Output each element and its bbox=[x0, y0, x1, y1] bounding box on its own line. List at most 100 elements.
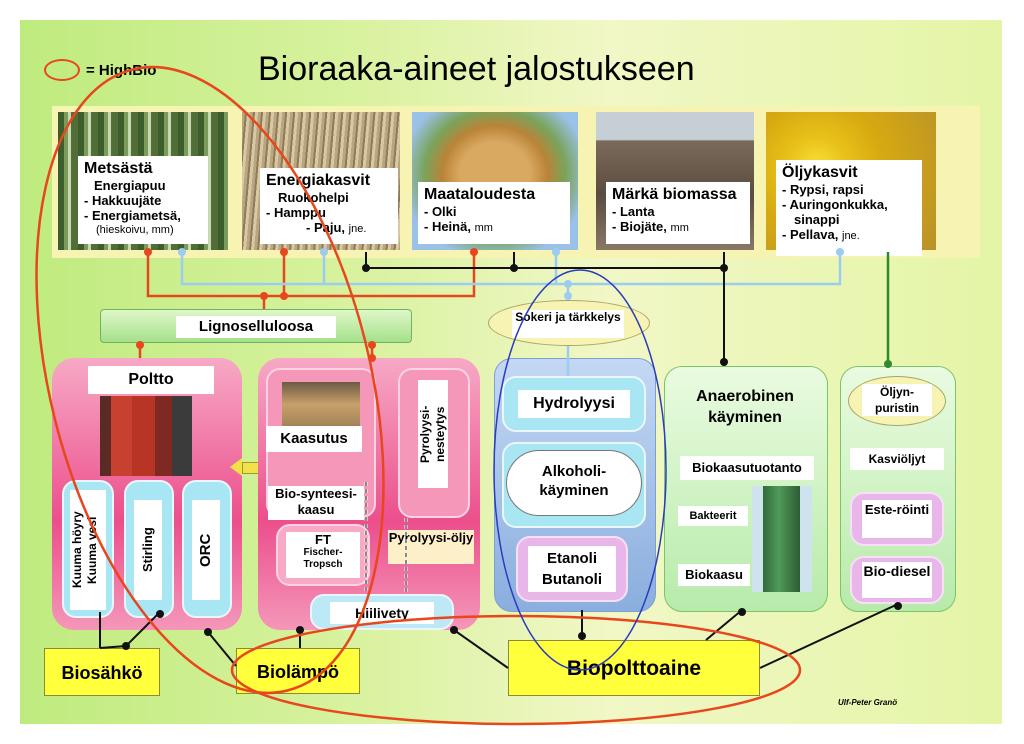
source-energy-crops-note: jne. bbox=[348, 223, 367, 235]
highbio-legend-oval-icon bbox=[44, 59, 80, 81]
ft-subtitle: Fischer-Tropsch bbox=[303, 547, 343, 570]
blue-connector-dot bbox=[552, 248, 560, 256]
black-connector-dot bbox=[362, 264, 370, 272]
kaasutus-label: Kaasutus bbox=[266, 426, 362, 452]
output-connector-dot bbox=[894, 602, 902, 610]
biopolttoaine-output: Biopolttoaine bbox=[508, 640, 760, 696]
source-agriculture-line: - Olki bbox=[424, 204, 457, 219]
output-connector-dot bbox=[122, 642, 130, 650]
source-forest-line: - Energiametsä, bbox=[84, 208, 181, 223]
red-connector-dot bbox=[368, 341, 376, 349]
kuuma-label-bg bbox=[70, 490, 106, 610]
source-wet-biomass: Märkä biomassa - Lanta - Biojäte, mm bbox=[606, 182, 750, 244]
blue-connector-dot bbox=[564, 280, 572, 288]
esterointi-label: Este-röinti bbox=[862, 500, 932, 538]
red-connector-dot bbox=[260, 292, 268, 300]
source-agriculture-heading: Maataloudesta bbox=[424, 186, 536, 203]
source-oil-crops-heading: Öljykasvit bbox=[782, 164, 858, 181]
output-connector-dot bbox=[578, 632, 586, 640]
orc-label-bg bbox=[192, 500, 220, 600]
output-connector bbox=[99, 611, 161, 649]
output-connector-dot bbox=[204, 628, 212, 636]
boiler-arrow-icon bbox=[230, 458, 242, 476]
pyrolyysioljy-label: Pyrolyysi-öljy bbox=[388, 530, 474, 564]
source-forest-note: (hieskoivu, mm) bbox=[96, 224, 174, 236]
blue-connector-dot bbox=[320, 248, 328, 256]
pyrolyysi-label-bg bbox=[418, 380, 448, 488]
ft-label: FT Fischer-Tropsch bbox=[286, 532, 360, 578]
output-connector bbox=[705, 609, 743, 641]
black-connector-dot bbox=[720, 358, 728, 366]
source-agriculture-note: mm bbox=[474, 222, 493, 234]
source-oil-crops-line: sinappi bbox=[794, 212, 840, 227]
blue-connector bbox=[180, 252, 842, 286]
oljynpuristin-label: Öljyn-puristin bbox=[862, 384, 932, 416]
hiilivety-label: Hiilivety bbox=[330, 602, 434, 624]
kasvioljyt-label: Kasviöljyt bbox=[850, 448, 944, 470]
etanoli-label: Etanoli Butanoli bbox=[528, 546, 616, 592]
output-connector-dot bbox=[296, 626, 304, 634]
source-wet-biomass-line: - Biojäte, bbox=[612, 219, 667, 234]
hydrolyysi-label: Hydrolyysi bbox=[518, 390, 630, 418]
source-wet-biomass-heading: Märkä biomassa bbox=[612, 186, 737, 203]
source-wet-biomass-note: mm bbox=[670, 222, 689, 234]
red-connector-dot bbox=[280, 248, 288, 256]
red-connector bbox=[146, 252, 476, 298]
anaerobinen-label: Anaerobinen käyminen bbox=[696, 388, 794, 426]
red-connector-dot bbox=[470, 248, 478, 256]
stirling-label-bg bbox=[134, 500, 162, 600]
biodiesel-label: Bio-diesel bbox=[862, 562, 932, 598]
source-forest-heading: Metsästä bbox=[84, 160, 153, 177]
ft-title: FT bbox=[315, 532, 331, 547]
red-connector-dot bbox=[280, 292, 288, 300]
poltto-label: Poltto bbox=[88, 366, 214, 394]
source-energy-crops-heading: Energiakasvit bbox=[266, 172, 371, 189]
blue-connector-dot bbox=[178, 248, 186, 256]
source-forest: Metsästä Energiapuu - Hakkuujäte - Energ… bbox=[78, 156, 208, 244]
boiler-image bbox=[100, 396, 192, 476]
output-connector-dot bbox=[738, 608, 746, 616]
blue-connector-dot bbox=[836, 248, 844, 256]
highbio-output-oval bbox=[230, 614, 802, 726]
output-connector-dot bbox=[450, 626, 458, 634]
sugar-route-oval bbox=[493, 269, 667, 671]
black-connector-dot bbox=[510, 264, 518, 272]
biokaasutuotanto-label: Biokaasutuotanto bbox=[680, 456, 814, 480]
source-forest-line: - Hakkuujäte bbox=[84, 193, 162, 208]
source-wet-biomass-line: - Lanta bbox=[612, 204, 655, 219]
source-agriculture: Maataloudesta - Olki - Heinä, mm bbox=[418, 182, 570, 244]
alkoholi-label: Alkoholi-käyminen bbox=[539, 463, 609, 499]
source-energy-crops-line: - Hamppu bbox=[266, 205, 326, 220]
blue-connector-dot bbox=[564, 292, 572, 300]
legend-label: = HighBio bbox=[86, 62, 157, 79]
green-connector-dot bbox=[884, 360, 892, 368]
alkoholi-cloud bbox=[506, 450, 642, 516]
source-forest-line: Energiapuu bbox=[94, 178, 166, 193]
sokeri-label: Sokeri ja tärkkelys bbox=[512, 310, 624, 338]
source-oil-crops-note: jne. bbox=[842, 230, 860, 242]
source-oil-crops-line: - Rypsi, rapsi bbox=[782, 182, 864, 197]
biosahko-output: Biosähkö bbox=[44, 648, 160, 696]
source-energy-crops: Energiakasvit Ruokohelpi - Hamppu - Paju… bbox=[260, 168, 398, 244]
bakteerit-label: Bakteerit bbox=[678, 506, 748, 526]
black-connector-dot bbox=[720, 264, 728, 272]
black-connector bbox=[365, 252, 725, 269]
digester-image bbox=[752, 486, 812, 592]
source-oil-crops-line: - Auringonkukka, bbox=[782, 197, 888, 212]
red-connector-dot bbox=[136, 341, 144, 349]
bio-synteesikaasu-label: Bio-synteesi-kaasu bbox=[268, 486, 364, 520]
lignoselluloosa-label: Lignoselluloosa bbox=[176, 316, 336, 338]
source-oil-crops-line: - Pellava, bbox=[782, 227, 839, 242]
red-connector-dot bbox=[144, 248, 152, 256]
source-energy-crops-line: Ruokohelpi bbox=[278, 190, 349, 205]
output-connector bbox=[453, 629, 509, 669]
source-oil-crops: Öljykasvit - Rypsi, rapsi - Auringonkukk… bbox=[776, 160, 922, 256]
source-agriculture-line: - Heinä, bbox=[424, 219, 471, 234]
output-connector bbox=[207, 631, 237, 667]
output-connector-dot bbox=[156, 610, 164, 618]
output-connector bbox=[759, 603, 899, 669]
credit: Ulf-Peter Granö bbox=[838, 698, 898, 707]
highbio-forest-oval bbox=[35, 65, 385, 695]
page-title: Bioraaka-aineet jalostukseen bbox=[258, 50, 695, 88]
